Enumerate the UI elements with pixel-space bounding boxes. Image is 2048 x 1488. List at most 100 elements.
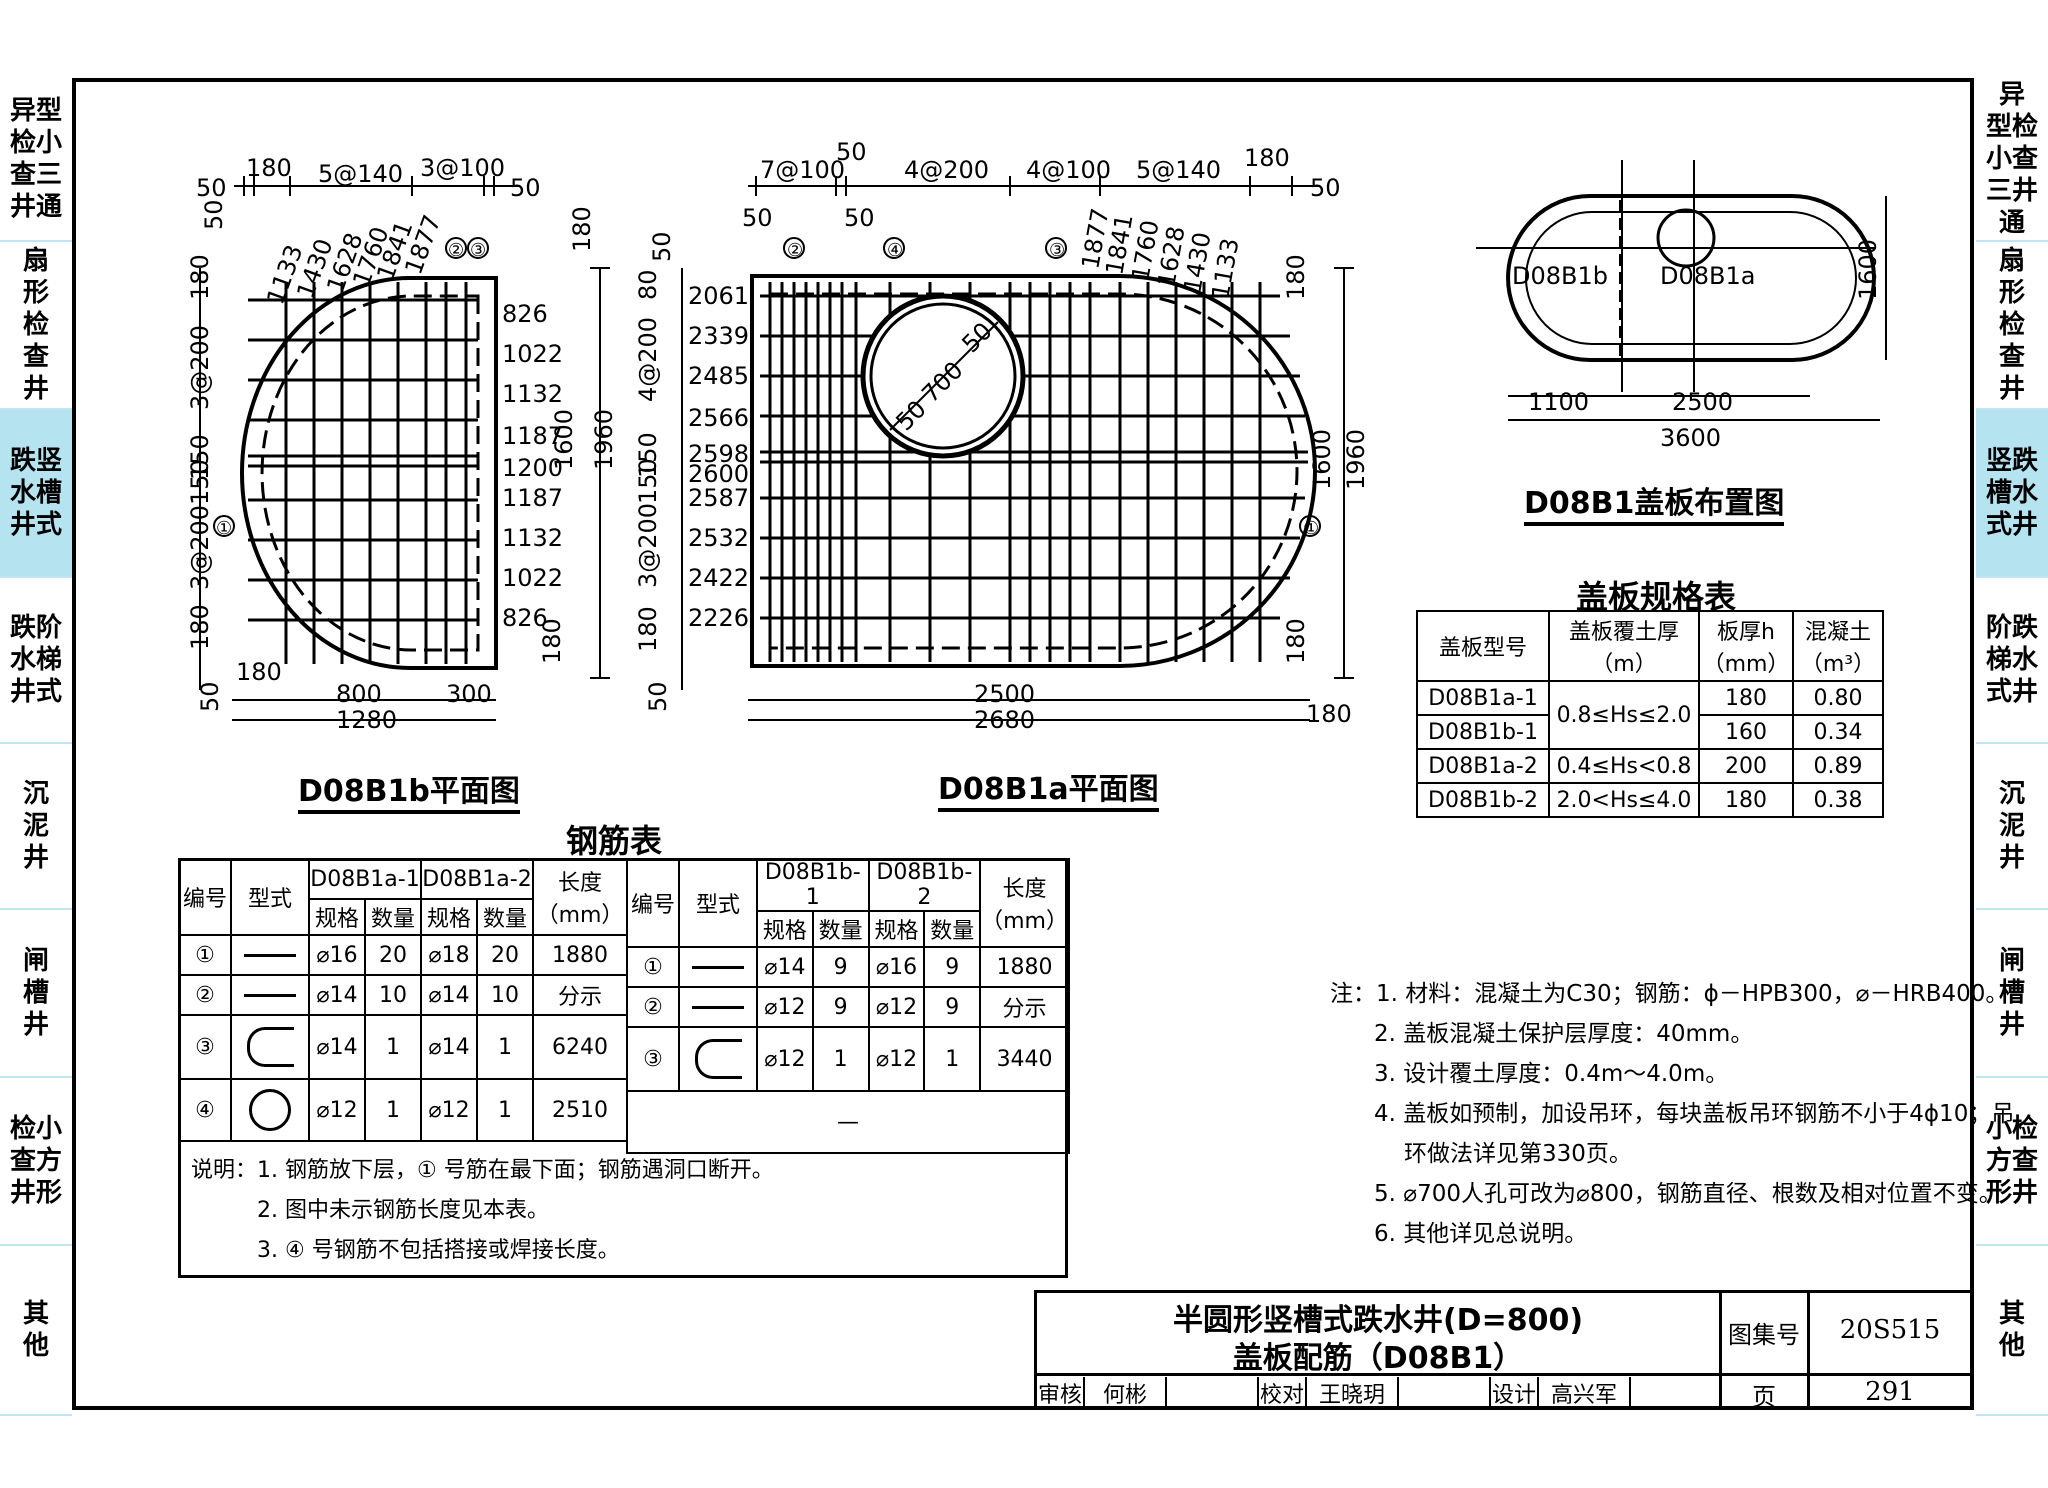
dim-label: 1100: [1528, 388, 1589, 416]
rebar-header-no: 编号: [626, 858, 680, 948]
rebar-group-a2: D08B1a-2: [419, 858, 535, 900]
dim-label: 5@140: [1136, 156, 1221, 184]
dim-label: 7@100: [760, 156, 845, 184]
rebar-qty: 1: [475, 1078, 535, 1142]
plan-b: [199, 176, 610, 721]
dim-label: 2680: [974, 706, 1035, 734]
right-nav-item-5[interactable]: 沉 泥 井: [1976, 744, 2048, 910]
rebar-no: ②: [626, 986, 680, 1028]
left-nav-item-1[interactable]: 异型 检小 查三 井通: [0, 78, 72, 242]
rebar-table-left: 编号 型式 D08B1a-1 D08B1a-2 长度 （mm） 规格 数量 规格…: [178, 858, 628, 1142]
general-notes: 注：1. 材料：混凝土为C30；钢筋：ϕ－HPB300，⌀－HRB400。 2.…: [1330, 974, 2014, 1254]
rebar-length-label: 2485: [688, 362, 749, 390]
dim-label: 1600: [1308, 429, 1336, 490]
rebar-qty: 1: [811, 1026, 870, 1092]
designer-name: 高兴军: [1539, 1377, 1631, 1409]
right-nav-item-6[interactable]: 闸 槽 井: [1976, 910, 2048, 1078]
rebar-spec: ⌀16: [308, 934, 366, 976]
rebar-notes: 说明：1. 钢筋放下层，① 号筋在最下面；钢筋遇洞口断开。 2. 图中未示钢筋长…: [191, 1151, 774, 1271]
left-nav-item-2[interactable]: 扇 形 检 查 井: [0, 242, 72, 410]
right-nav-label: 沉 泥 井: [1998, 779, 2025, 873]
rebar-spec: ⌀12: [308, 1078, 366, 1142]
rebar-qty: 9: [811, 946, 870, 988]
plate-label: D08B1b: [1512, 262, 1608, 290]
rebar-qty: 20: [363, 934, 422, 976]
rebar-length: 1880: [532, 934, 628, 976]
dim-label: 4@200: [904, 156, 989, 184]
left-nav-item-8[interactable]: 其 他: [0, 1246, 72, 1416]
right-nav-item-7[interactable]: 小检 方查 形井: [1976, 1078, 2048, 1246]
right-nav-label: 阶跌 梯水 式井: [1985, 613, 2038, 707]
right-nav-item-4[interactable]: 阶跌 梯水 式井: [1976, 578, 2048, 744]
rebar-header-spec: 规格: [756, 910, 814, 948]
review-label: 审核: [1037, 1377, 1085, 1409]
dim-label: 50: [844, 204, 875, 232]
rebar-marker: ③: [1049, 240, 1065, 261]
right-nav-item-1[interactable]: 异 型检 小查 三井 通: [1976, 78, 2048, 242]
rebar-table-right: 编号 型式 D08B1b-1 D08B1b-2 长度 （mm） 规格 数量 规格…: [626, 858, 1070, 1154]
rebar-qty: 10: [475, 974, 535, 1016]
right-nav-item-8[interactable]: 其 他: [1976, 1246, 2048, 1416]
left-nav-label: 其 他: [22, 1299, 49, 1361]
right-nav-item-2[interactable]: 扇 形 检 查 井: [1976, 242, 2048, 410]
rebar-spec: ⌀12: [867, 1026, 926, 1092]
rebar-marker: ①: [1303, 518, 1319, 539]
left-nav-item-6[interactable]: 闸 槽 井: [0, 910, 72, 1078]
rebar-spec: ⌀12: [419, 1078, 478, 1142]
rebar-qty: 9: [923, 986, 982, 1028]
plan-a: [681, 176, 1354, 721]
left-nav-item-5[interactable]: 沉 泥 井: [0, 744, 72, 910]
right-nav-item-3[interactable]: 竖跌 槽水 式井: [1976, 410, 2048, 578]
left-nav-label: 闸 槽 井: [22, 946, 49, 1040]
spec-row-3-model: D08B1a-2: [1416, 748, 1550, 784]
rebar-length: 3440: [979, 1026, 1070, 1092]
dim-label: 3@200: [634, 503, 662, 588]
page-label: 页: [1752, 1383, 1776, 1411]
dim-label: 50: [196, 174, 227, 202]
note-2: 2. 盖板混凝土保护层厚度：40mm。: [1374, 1021, 1754, 1047]
left-nav-item-4[interactable]: 跌阶 水梯 井式: [0, 578, 72, 744]
left-nav-item-7[interactable]: 检小 查方 井形: [0, 1078, 72, 1246]
rebar-length: 分示: [532, 974, 628, 1016]
spec-row-3-thickness: 200: [1698, 748, 1794, 784]
rebar-group-a1: D08B1a-1: [308, 858, 422, 900]
dim-label: 180: [538, 618, 566, 664]
rebar-marker: ②: [448, 240, 464, 261]
left-nav-item-3[interactable]: 跌竖 水槽 井式: [0, 410, 72, 578]
rebar-note-3: 3. ④ 号钢筋不包括搭接或焊接长度。: [257, 1238, 620, 1263]
plan-b-title: D08B1b平面图: [298, 766, 520, 814]
dim-label: 1960: [590, 409, 618, 470]
right-nav-label: 其 他: [1998, 1299, 2025, 1361]
rebar-spec: ⌀12: [756, 1026, 814, 1092]
dim-label: 50: [200, 199, 228, 230]
reviewer-signature: [1167, 1377, 1259, 1409]
layout-plan: [1476, 160, 1887, 421]
rebar-length-label: 1200: [502, 454, 563, 482]
rebar-table-title: 钢筋表: [566, 822, 663, 860]
rebar-length-label: 2587: [688, 484, 749, 512]
checker-signature: [1399, 1377, 1491, 1409]
reviewer-name: 何彬: [1085, 1377, 1167, 1409]
note-4: 4. 盖板如预制，加设吊环，每块盖板吊环钢筋不小于4ϕ10；吊: [1374, 1101, 2015, 1127]
left-nav-label: 沉 泥 井: [22, 779, 49, 873]
rebar-shape-straight: [230, 974, 310, 1016]
plate-label: D08B1a: [1660, 262, 1755, 290]
rebar-marker: ②: [787, 240, 803, 261]
spec-header-model: 盖板型号: [1416, 610, 1550, 682]
designer-signature: [1631, 1377, 1711, 1409]
rebar-length: 1880: [979, 946, 1070, 988]
dim-label: 2500: [974, 680, 1035, 708]
rebar-header-type: 型式: [678, 858, 758, 948]
dim-label: 3@200: [186, 325, 214, 410]
title-block: 半圆形竖槽式跌水井(D=800) 盖板配筋（D08B1） 图集号 20S515 …: [1034, 1290, 1974, 1411]
rebar-qty: 1: [363, 1014, 422, 1080]
spec-row-2-model: D08B1b-1: [1416, 714, 1550, 750]
dim-label: 180: [186, 254, 214, 300]
rebar-length-label: 2422: [688, 564, 749, 592]
rebar-shape-u: [230, 1014, 310, 1080]
dim-label: 4@100: [1026, 156, 1111, 184]
dim-label: 3@100: [420, 154, 505, 182]
dim-label: 50: [510, 174, 541, 202]
spec-row-4-model: D08B1b-2: [1416, 782, 1550, 818]
rebar-header-qty: 数量: [363, 898, 422, 936]
